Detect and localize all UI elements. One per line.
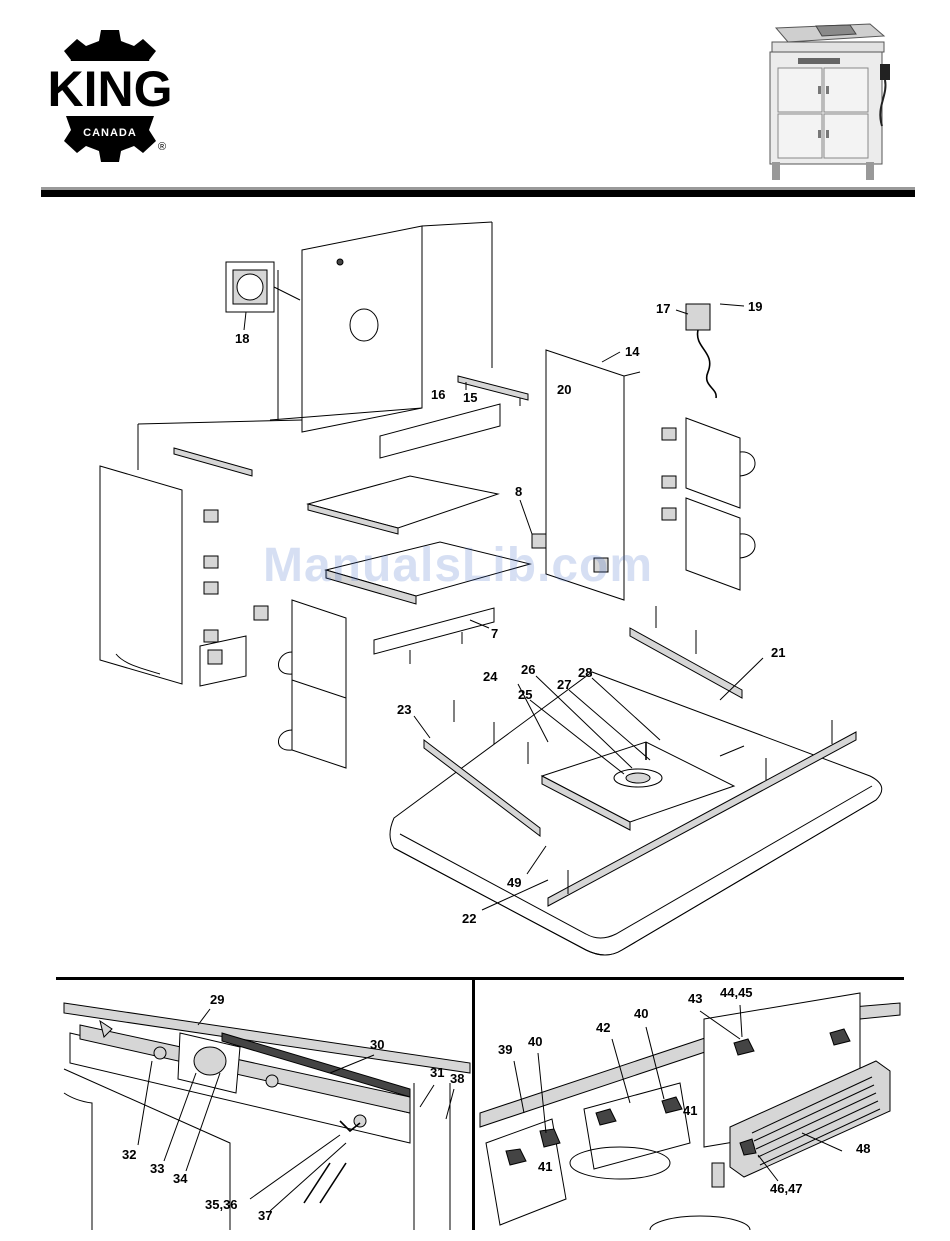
part-label-22: 22 bbox=[462, 912, 476, 926]
left-brace bbox=[174, 448, 252, 476]
part-label-40b: 40 bbox=[634, 1007, 648, 1021]
svg-text:KING: KING bbox=[48, 61, 173, 117]
part-label-40a: 40 bbox=[528, 1035, 542, 1049]
part-label-25: 25 bbox=[518, 688, 532, 702]
part-label-35-36: 35,36 bbox=[205, 1198, 238, 1212]
part-label-7: 7 bbox=[491, 627, 498, 641]
part-label-48: 48 bbox=[856, 1142, 870, 1156]
svg-text:®: ® bbox=[158, 141, 166, 153]
part-label-17: 17 bbox=[656, 302, 670, 316]
header-rule-highlight bbox=[41, 187, 915, 190]
part-label-8: 8 bbox=[515, 485, 522, 499]
right-door-upper bbox=[686, 418, 740, 508]
part-label-16: 16 bbox=[431, 388, 445, 402]
part-label-26: 26 bbox=[521, 663, 535, 677]
part-label-31: 31 bbox=[430, 1066, 444, 1080]
part-label-44-45: 44,45 bbox=[720, 986, 753, 1000]
watermark: ManualsLib.com bbox=[263, 538, 653, 593]
part-label-46-47: 46,47 bbox=[770, 1182, 803, 1196]
part-label-30: 30 bbox=[370, 1038, 384, 1052]
dust-port-18 bbox=[226, 262, 300, 312]
svg-text:CANADA: CANADA bbox=[83, 127, 137, 139]
part-label-19: 19 bbox=[748, 300, 762, 314]
part-label-34: 34 bbox=[173, 1172, 187, 1186]
part-label-28: 28 bbox=[578, 666, 592, 680]
shelf bbox=[308, 476, 498, 528]
product-photo bbox=[758, 6, 892, 184]
part-label-38: 38 bbox=[450, 1072, 464, 1086]
part-label-41a: 41 bbox=[538, 1160, 552, 1174]
king-canada-logo: KING CANADA ® bbox=[40, 26, 180, 166]
part-label-29: 29 bbox=[210, 993, 224, 1007]
right-door-lower bbox=[686, 498, 740, 590]
part-label-37: 37 bbox=[258, 1209, 272, 1223]
kick-board bbox=[374, 608, 494, 654]
part-label-39: 39 bbox=[498, 1043, 512, 1057]
fence-detail-panel bbox=[56, 977, 475, 1230]
part-label-42: 42 bbox=[596, 1021, 610, 1035]
part-label-14: 14 bbox=[625, 345, 639, 359]
part-label-32: 32 bbox=[122, 1148, 136, 1162]
part-label-49: 49 bbox=[507, 876, 521, 890]
part-label-15: 15 bbox=[463, 391, 477, 405]
part-label-20: 20 bbox=[557, 383, 571, 397]
part-label-33: 33 bbox=[150, 1162, 164, 1176]
part-label-23: 23 bbox=[397, 703, 411, 717]
left-side-panel bbox=[100, 466, 182, 684]
part-label-18: 18 bbox=[235, 332, 249, 346]
part-label-41b: 41 bbox=[683, 1104, 697, 1118]
part-label-24: 24 bbox=[483, 670, 497, 684]
part-label-27: 27 bbox=[557, 678, 571, 692]
hinges-left bbox=[200, 510, 268, 686]
power-switch bbox=[686, 304, 716, 398]
part-label-43: 43 bbox=[688, 992, 702, 1006]
part-label-21: 21 bbox=[771, 646, 785, 660]
